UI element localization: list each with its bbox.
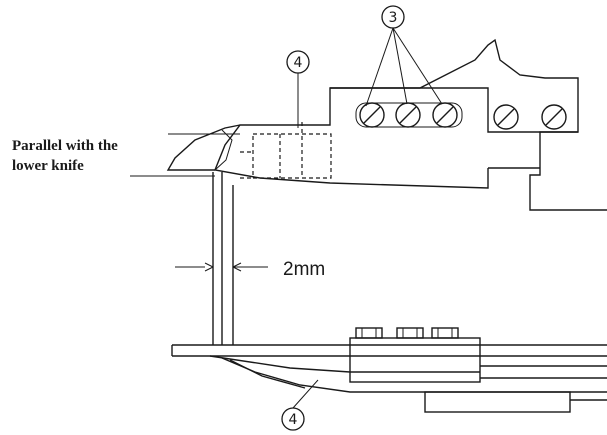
screw-icon xyxy=(355,327,383,339)
gap-indicator: 2mm xyxy=(175,172,325,345)
parallel-reference: Parallel with the lower knife xyxy=(12,133,240,177)
lower-knife-assembly xyxy=(171,327,607,413)
callout-4-lower-number: 4 xyxy=(289,412,298,428)
screw-icon xyxy=(432,102,458,128)
parallel-label-line1: Parallel with the xyxy=(12,138,118,154)
callout-4-upper: 4 xyxy=(286,50,310,128)
screw-icon xyxy=(431,327,459,339)
screw-icon xyxy=(493,104,519,130)
parallel-label-line2: lower knife xyxy=(12,158,84,174)
screw-icon xyxy=(541,104,567,130)
callout-3-number: 3 xyxy=(389,10,398,26)
screw-icon xyxy=(395,102,421,128)
callout-4-lower: 4 xyxy=(281,379,319,431)
holder-screws xyxy=(355,102,567,130)
screw-icon xyxy=(359,102,385,128)
upper-knife-holder xyxy=(166,38,607,211)
screw-icon xyxy=(396,327,424,339)
callout-4-upper-number: 4 xyxy=(294,55,303,71)
callout-3: 3 xyxy=(365,5,443,107)
gap-label: 2mm xyxy=(283,259,325,280)
